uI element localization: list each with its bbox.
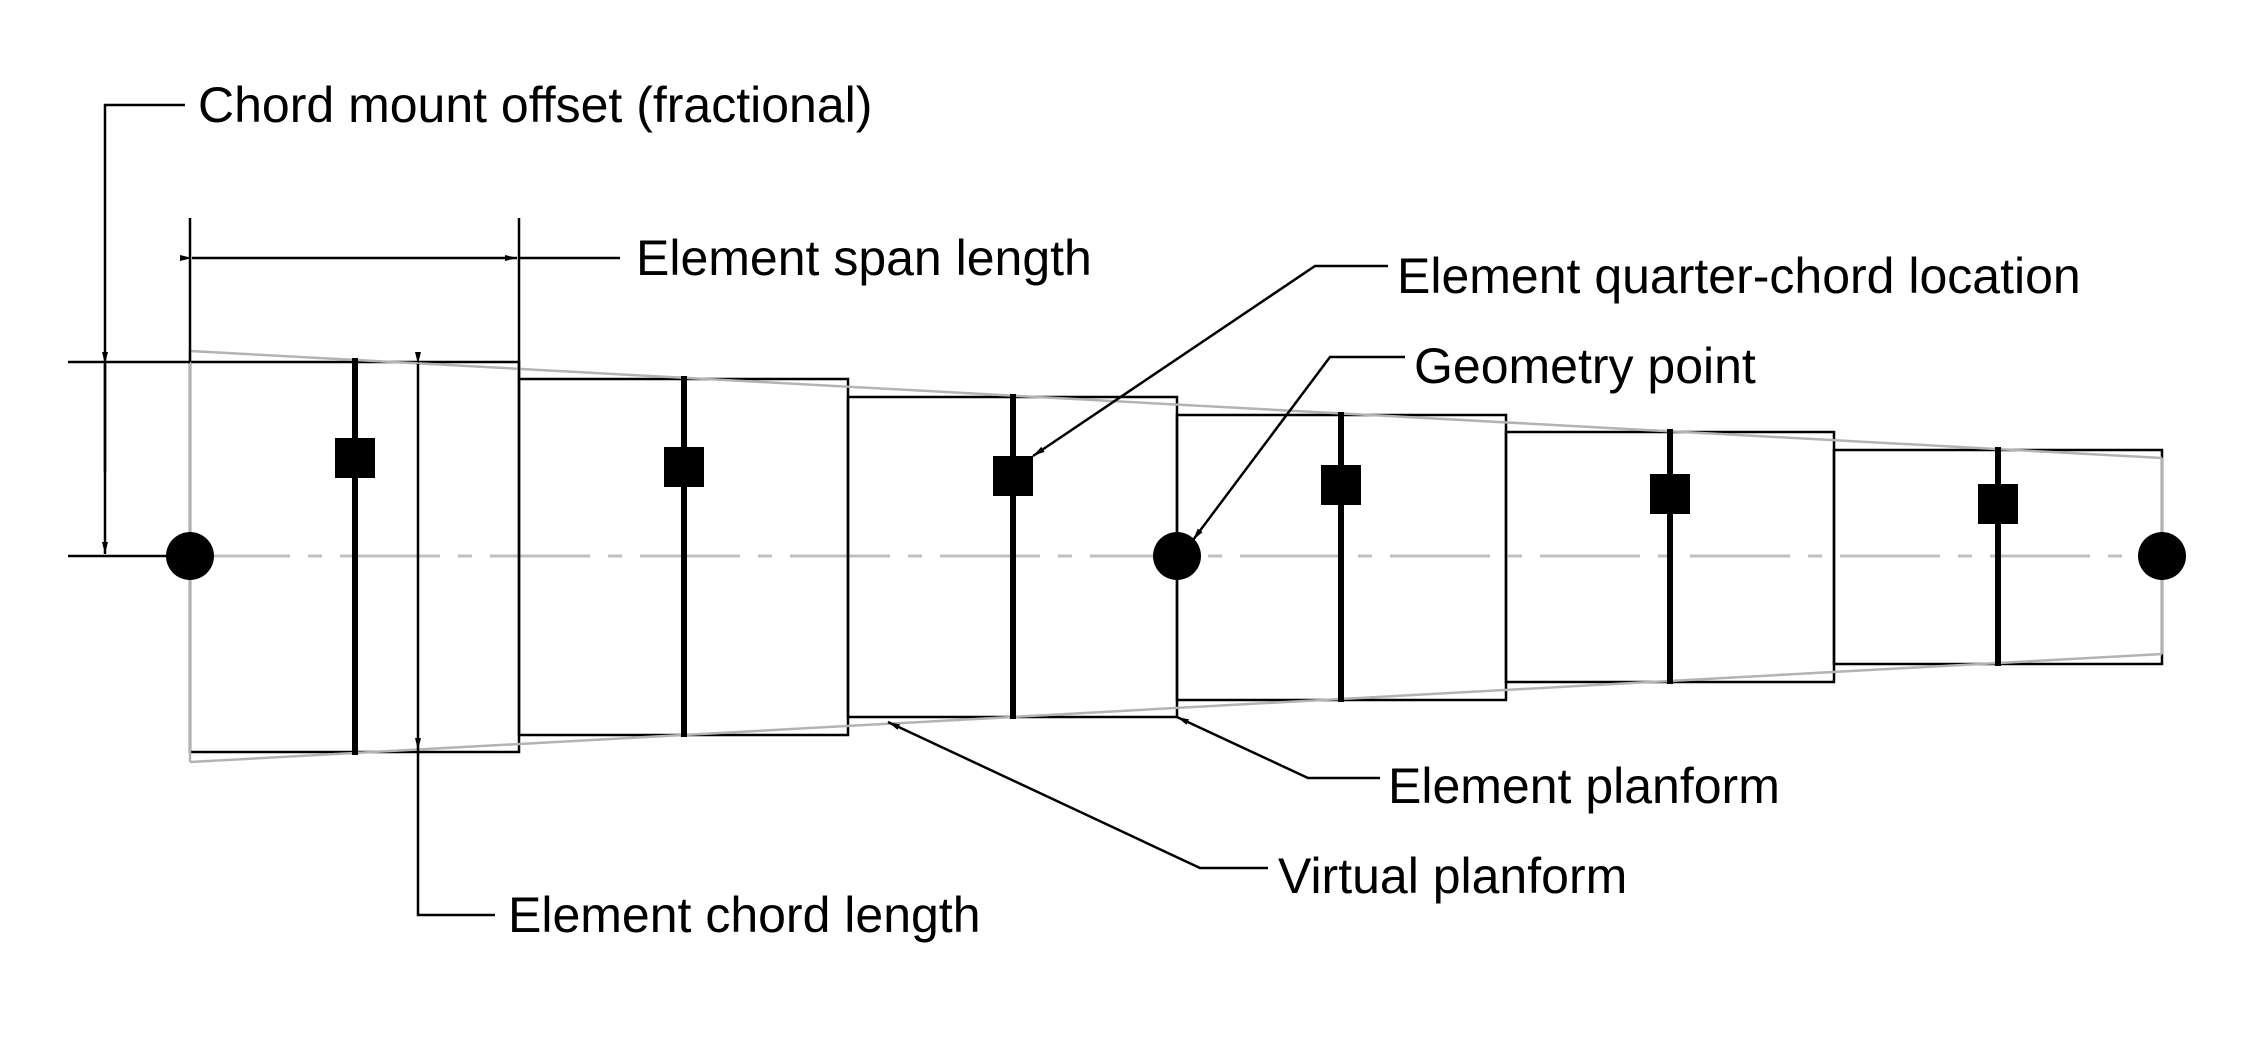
element-quarter-chord-location-label: Element quarter-chord location [1397,248,2081,304]
element-span-length-label: Element span length [636,230,1092,286]
element-4-quarter-chord-marker [1321,465,1361,505]
quarter-chord-group [335,358,2018,755]
virtual-planform-lower-edge [189,652,2163,764]
element-3-quarter-chord-marker [993,456,1033,496]
chord-mount-offset-leader [103,103,185,472]
element-chord-length-label: Element chord length [508,887,981,943]
geometry-point-leader [1191,355,1405,541]
element-planform-label: Element planform [1388,758,1780,814]
chord-mount-offset-label: Chord mount offset (fractional) [198,77,872,133]
geometry-point-mid [1153,532,1201,580]
chord-length-leader [416,750,495,917]
element-planform-leader [1176,715,1380,780]
annotation-lines [68,103,1405,917]
element-2-quarter-chord-marker [664,447,704,487]
quarter-chord-leader [1032,264,1388,458]
geometry-point-label: Geometry point [1414,338,1756,394]
virtual-planform-label: Virtual planform [1278,848,1627,904]
element-5-quarter-chord-marker [1650,474,1690,514]
element-6-quarter-chord-marker [1978,484,2018,524]
geometry-point-root [166,532,214,580]
geometry-point-tip [2138,532,2186,580]
geometry-points [166,532,2186,580]
virtual-planform-leader [887,720,1268,870]
element-1-quarter-chord-marker [335,438,375,478]
